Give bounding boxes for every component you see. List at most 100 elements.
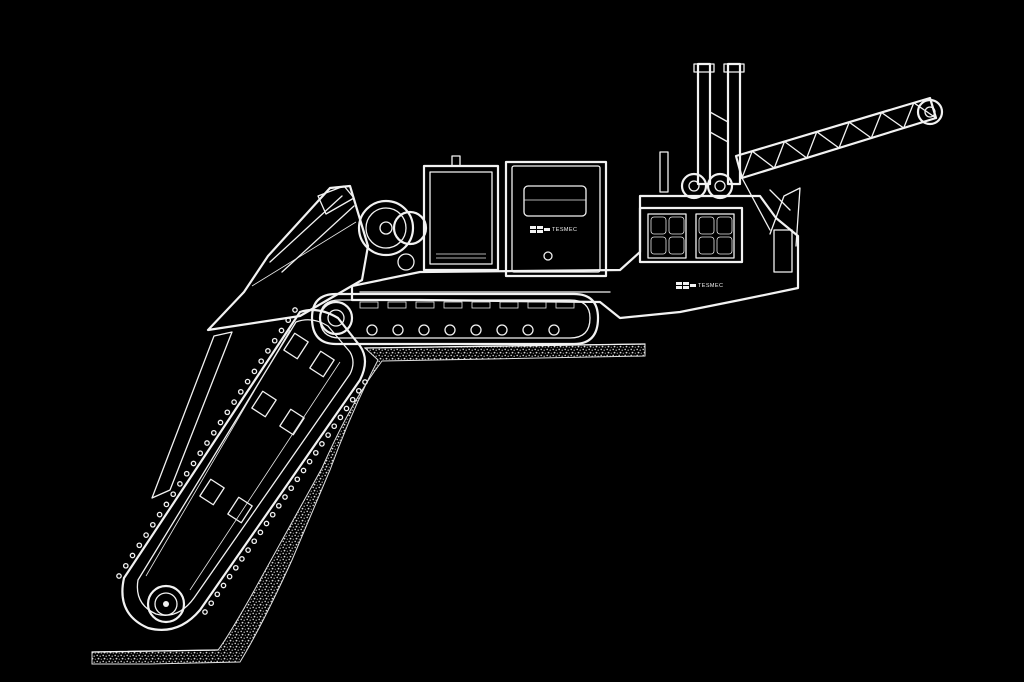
ground-section <box>91 343 646 665</box>
brand-name-label: TESMEC <box>698 283 723 289</box>
drive-gear-housing <box>357 199 428 271</box>
chain-tooth <box>263 520 270 527</box>
cutter-blocks <box>199 332 335 524</box>
track-roller <box>522 324 534 336</box>
chain-tooth <box>362 379 368 385</box>
chain-tooth <box>232 564 239 571</box>
crawler-track <box>310 292 600 346</box>
chain-tooth <box>220 582 227 589</box>
ground-gravel <box>91 343 646 665</box>
chain-tooth <box>282 494 288 500</box>
chain-tooth <box>251 368 258 375</box>
machine-chassis <box>350 155 801 320</box>
chain-tooth <box>143 532 149 538</box>
chain-tooth <box>190 460 197 467</box>
brand-name-label: TESMEC <box>552 227 577 233</box>
engine-hood <box>504 160 608 278</box>
chain-tooth <box>245 547 251 553</box>
track-shoe <box>555 301 575 309</box>
track-shoe <box>471 301 491 309</box>
grille-cell <box>650 216 667 235</box>
chain-tooth <box>349 396 356 403</box>
track-roller <box>548 324 560 336</box>
chain-tooth <box>204 440 210 446</box>
grille-cell <box>668 236 685 255</box>
logo-chassis-side: TESMEC <box>676 282 723 289</box>
chain-tooth <box>257 529 264 536</box>
track-shoe <box>415 301 435 309</box>
chain-tooth <box>337 414 344 421</box>
truss-zigzag <box>741 102 937 179</box>
chain-tooth <box>269 511 276 518</box>
chain-tooth <box>149 521 156 528</box>
chain-tooth <box>136 542 143 549</box>
chain-tooth <box>231 399 237 405</box>
grille-cell <box>698 216 715 235</box>
chain-tooth <box>122 562 129 569</box>
grille-cell <box>668 216 685 235</box>
chain-tooth <box>224 409 231 416</box>
conveyor-truss <box>741 102 937 179</box>
chain-tooth <box>183 470 190 477</box>
chain-tooth <box>156 511 163 518</box>
chain-tooth <box>210 429 217 436</box>
tesmec-logo-icon <box>676 282 696 289</box>
track-roller <box>444 324 456 336</box>
chain-tooth <box>331 423 338 430</box>
chain-tooth <box>129 552 136 559</box>
chain-teeth <box>116 307 368 615</box>
track-shoe <box>387 301 407 309</box>
chain-tooth <box>271 337 278 344</box>
chain-tooth <box>251 538 258 545</box>
chain-tooth <box>202 609 208 615</box>
track-shoe <box>527 301 547 309</box>
chain-tooth <box>217 419 224 426</box>
chain-tooth <box>275 502 282 509</box>
chain-tooth <box>208 600 215 607</box>
track-rollers <box>359 301 575 336</box>
exhaust-stacks <box>659 62 745 200</box>
track-shoe <box>359 301 379 309</box>
chain-tooth <box>300 467 307 474</box>
track-shoe <box>443 301 463 309</box>
chain-tooth <box>170 491 177 498</box>
chain-tooth <box>343 405 350 412</box>
chain-tooth <box>278 327 285 334</box>
chain-tooth <box>177 481 183 487</box>
boom-tail-sprocket <box>146 584 186 624</box>
chain-tooth <box>288 485 295 492</box>
chain-tooth <box>244 378 251 385</box>
operator-cab <box>422 155 500 272</box>
chain-tooth <box>306 458 313 465</box>
chain-tooth <box>116 573 122 579</box>
chain-tooth <box>319 441 325 447</box>
chain-tooth <box>294 476 301 483</box>
logo-cab-side: TESMEC <box>530 226 577 233</box>
chain-tooth <box>214 591 221 598</box>
track-roller <box>470 324 482 336</box>
chain-tooth <box>265 348 271 354</box>
radiator-grille <box>638 206 744 264</box>
boom-lift-arm <box>151 184 370 499</box>
track-shoe <box>499 301 519 309</box>
track-roller <box>366 324 378 336</box>
chain-tooth <box>163 501 170 508</box>
chain-tooth <box>292 307 298 313</box>
spoil-conveyor <box>734 96 944 231</box>
grille-cell <box>716 236 733 255</box>
chain-tooth <box>226 573 233 580</box>
chain-tooth <box>197 450 204 457</box>
track-roller <box>496 324 508 336</box>
tesmec-logo-icon <box>530 226 550 233</box>
chain-tooth <box>325 432 331 438</box>
chain-tooth <box>312 449 319 456</box>
chain-tooth <box>258 358 265 365</box>
chain-tooth <box>355 387 362 394</box>
track-roller <box>418 324 430 336</box>
grille-cell <box>698 236 715 255</box>
grille-cell <box>650 236 667 255</box>
chain-tooth <box>237 388 244 395</box>
track-roller <box>392 324 404 336</box>
